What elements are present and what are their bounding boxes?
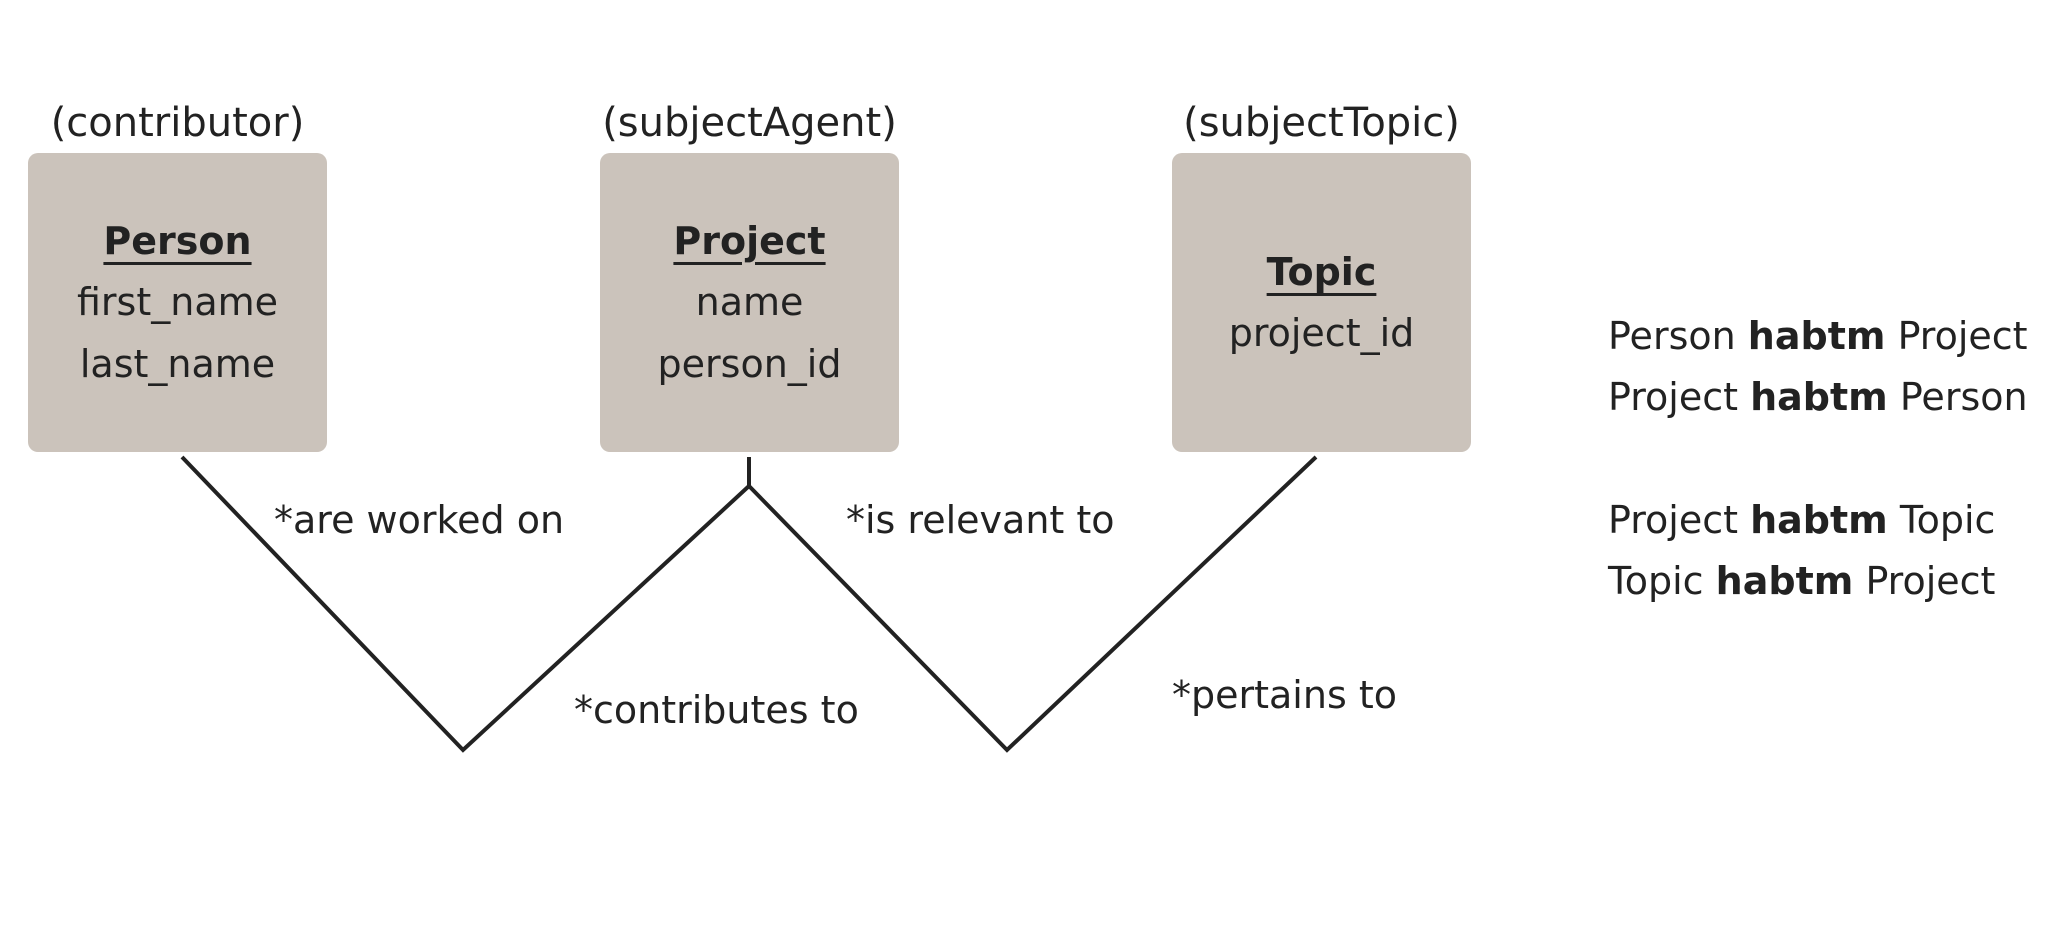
habtm-object: Person — [1899, 375, 2028, 419]
role-label-subject-topic: (subjectTopic) — [1183, 100, 1460, 146]
habtm-statement: Project habtm Person — [1608, 374, 2028, 420]
habtm-keyword: habtm — [1750, 375, 1888, 419]
habtm-object: Project — [1897, 314, 2028, 358]
habtm-keyword: habtm — [1750, 498, 1888, 542]
habtm-object: Topic — [1899, 498, 1996, 542]
entity-person-field-last-name: last_name — [79, 341, 276, 386]
entity-topic-title: Topic — [1266, 249, 1377, 294]
habtm-statement: Person habtm Project — [1608, 313, 2028, 359]
habtm-statement: Project habtm Topic — [1608, 497, 1995, 543]
entity-person: Person first_name last_name — [28, 153, 327, 452]
habtm-keyword: habtm — [1715, 559, 1854, 603]
habtm-subject: Project — [1608, 498, 1739, 542]
entity-project-field-person-id: person_id — [657, 341, 842, 386]
habtm-keyword: habtm — [1747, 314, 1886, 358]
entity-project-title: Project — [673, 218, 826, 263]
entity-person-title: Person — [103, 218, 252, 263]
habtm-subject: Project — [1608, 375, 1739, 419]
rel-label-are-worked-on: *are worked on — [274, 498, 565, 542]
entity-topic-field-project-id: project_id — [1228, 310, 1415, 355]
entity-project: Project name person_id — [600, 153, 899, 452]
role-label-contributor: (contributor) — [50, 100, 305, 146]
rel-label-contributes-to: *contributes to — [574, 688, 859, 732]
habtm-subject: Topic — [1608, 559, 1704, 603]
role-label-subject-agent: (subjectAgent) — [602, 100, 897, 146]
entity-person-field-first-name: first_name — [76, 279, 279, 324]
rel-label-is-relevant-to: *is relevant to — [846, 498, 1115, 542]
entity-topic: Topic project_id — [1172, 153, 1471, 452]
connector-person-project — [180, 455, 751, 753]
entity-project-field-name: name — [695, 279, 804, 324]
habtm-object: Project — [1865, 559, 1996, 603]
habtm-statement: Topic habtm Project — [1608, 558, 1995, 604]
connector-project-topic — [747, 455, 1318, 753]
habtm-subject: Person — [1608, 314, 1736, 358]
rel-label-pertains-to: *pertains to — [1172, 673, 1397, 717]
